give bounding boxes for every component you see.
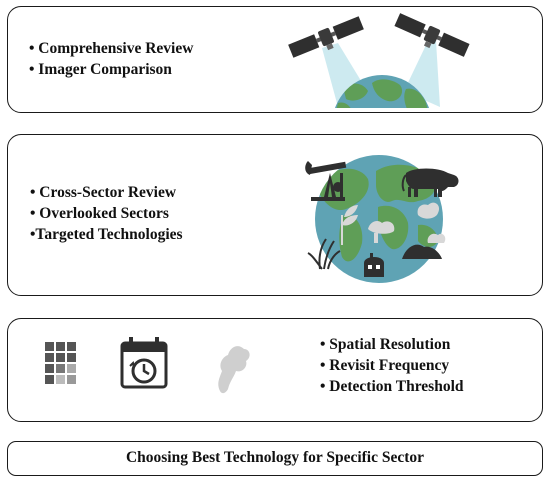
satellite-icon xyxy=(288,16,364,58)
cow-icon xyxy=(401,168,459,197)
bullet-spatial-resolution: • Spatial Resolution xyxy=(320,336,451,353)
bullet-detection-threshold: • Detection Threshold xyxy=(320,378,464,395)
oil-pump-icon xyxy=(305,161,347,201)
calendar-clock-icon xyxy=(120,337,168,389)
factory-icon xyxy=(368,221,395,243)
review-bullet-list: • Comprehensive Review • Imager Comparis… xyxy=(29,38,193,80)
conclusion-panel: Choosing Best Technology for Specific Se… xyxy=(7,441,543,476)
earth-globe-icon xyxy=(334,75,430,108)
criteria-bullet-list: • Spatial Resolution • Revisit Frequency… xyxy=(320,334,464,397)
bullet-overlooked-sectors: • Overlooked Sectors xyxy=(30,205,169,222)
review-panel: • Comprehensive Review • Imager Comparis… xyxy=(7,6,543,113)
conclusion-label: Choosing Best Technology for Specific Se… xyxy=(125,449,425,466)
crop-icon xyxy=(341,205,358,245)
satellite-icon xyxy=(394,13,470,57)
criteria-icons xyxy=(45,337,250,394)
bullet-comprehensive-review: • Comprehensive Review xyxy=(29,40,194,57)
pixel-grid-icon xyxy=(45,342,76,384)
smoke-icon xyxy=(417,202,440,219)
satellite-earth-illustration xyxy=(288,13,470,108)
bullet-targeted-technologies: •Targeted Technologies xyxy=(30,226,183,243)
sector-globe-illustration xyxy=(305,155,459,283)
bullet-revisit-frequency: • Revisit Frequency xyxy=(320,357,450,374)
grass-icon xyxy=(307,238,341,270)
criteria-panel: • Spatial Resolution • Revisit Frequency… xyxy=(7,318,543,422)
bullet-imager-comparison: • Imager Comparison xyxy=(29,61,172,78)
storage-tank-icon xyxy=(364,253,384,277)
sectors-panel: • Cross-Sector Review • Overlooked Secto… xyxy=(7,134,543,296)
emission-plume-icon xyxy=(218,346,250,394)
bullet-cross-sector-review: • Cross-Sector Review xyxy=(30,184,177,201)
waste-heap-icon xyxy=(402,233,446,259)
sectors-bullet-list: • Cross-Sector Review • Overlooked Secto… xyxy=(30,182,183,245)
